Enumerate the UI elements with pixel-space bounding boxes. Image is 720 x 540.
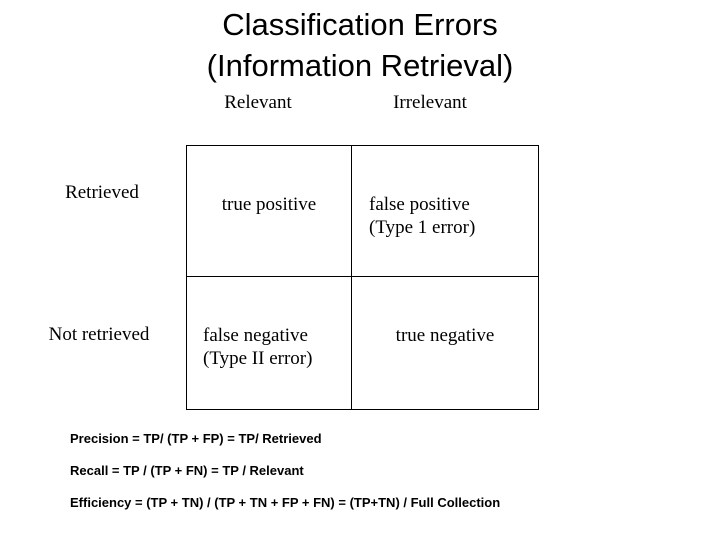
matrix-cell-true-positive: true positive [186,145,352,277]
matrix-cell-true-negative-text: true negative [395,325,495,346]
matrix-row-label-not-retrieved: Not retrieved [48,324,150,345]
matrix-row-label-retrieved: Retrieved [65,182,139,203]
confusion-matrix: true positive false positive (Type 1 err… [186,145,539,410]
title-line-2: (Information Retrieval) [206,48,514,83]
table-row: true positive false positive (Type 1 err… [186,145,539,277]
formula-precision: Precision = TP/ (TP + FP) = TP/ Retrieve… [70,431,322,446]
matrix-column-header-irrelevant: Irrelevant [393,92,467,113]
matrix-cell-false-negative: false negative (Type II error) [186,276,352,410]
matrix-cell-true-positive-text: true positive [221,194,317,215]
table-row: false negative (Type II error) true nega… [186,276,539,410]
matrix-cell-false-negative-text: false negative (Type II error) [203,325,313,369]
matrix-cell-false-positive-text: false positive (Type 1 error) [369,194,476,238]
matrix-cell-true-negative: true negative [351,276,539,410]
matrix-cell-false-positive: false positive (Type 1 error) [351,145,539,277]
matrix-column-header-relevant: Relevant [224,92,292,113]
formula-efficiency: Efficiency = (TP + TN) / (TP + TN + FP +… [70,495,501,510]
title-line-1: Classification Errors [222,7,498,42]
formula-recall: Recall = TP / (TP + FN) = TP / Relevant [70,463,304,478]
page-title: Classification Errors (Information Retri… [0,4,720,86]
